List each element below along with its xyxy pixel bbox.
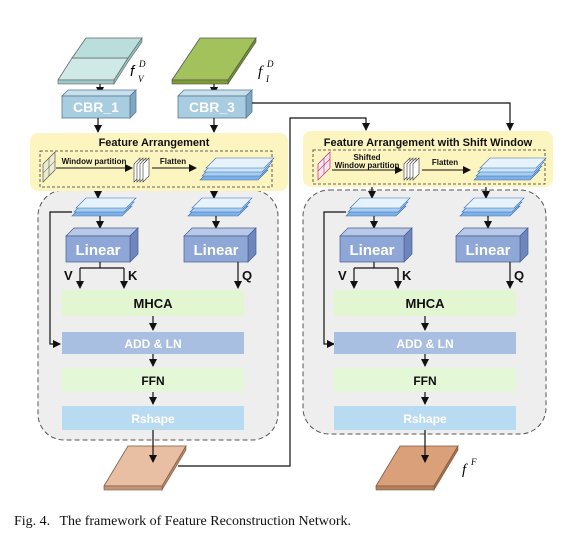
feature-fv-label: f [130,63,136,80]
ffn-label-right: FFN [413,374,436,388]
rshape-block-left [62,406,244,430]
feature-fi-label: f [258,64,264,80]
q-label-left: Q [242,268,252,283]
k-label-right: K [402,268,412,283]
window-stack-icon [133,157,150,183]
v-label-right: V [338,268,347,283]
input-plate-visible [57,37,143,86]
addln-label-right: ADD & LN [396,337,453,351]
shifted-grid-icon [317,151,331,181]
cbr1-label: CBR_1 [73,99,119,115]
v-label-left: V [64,268,73,283]
feature-ff-label: f [462,462,468,478]
left-q-tokens [187,197,253,217]
flattened-tokens-icon [199,157,275,181]
rshape-label-right: Rshape [403,412,447,426]
linear-label: Linear [75,242,120,259]
feature-fv-sup: D [138,59,146,69]
shifted-label: Shifted [353,153,380,162]
ffn-block-left [62,368,244,392]
figure-number: Fig. 4. [14,514,51,529]
right-q-tokens [459,197,525,217]
linear-box-right-q: Linear [455,227,529,263]
linear-label: Linear [465,242,510,259]
input-plate-infrared [171,37,257,85]
figure-caption: Fig. 4. The framework of Feature Reconst… [14,514,351,530]
cbr3-label: CBR_3 [189,99,235,115]
addln-block-left [62,332,244,354]
figure-caption-text: The framework of Feature Reconstruction … [59,514,352,529]
left-kv-tokens [71,197,137,217]
window-partition-label: Window partition [62,157,127,166]
ffn-label-left: FFN [141,374,164,388]
feature-arrangement-shift-box: Feature Arrangement with Shift Window Sh… [303,131,553,187]
rshape-label-left: Rshape [131,412,175,426]
feature-arrangement-shift-title: Feature Arrangement with Shift Window [324,137,533,149]
feature-ff-sup: F [470,457,477,467]
right-kv-tokens [345,197,411,217]
mhca-block-right [334,290,516,316]
q-label-right: Q [514,268,524,283]
feature-fv-sub: V [138,74,145,84]
shifted-window-partition-label: Window partition [335,161,400,170]
flattened-tokens-icon-right [473,157,547,181]
flatten-label-right: Flatten [432,158,458,167]
mhca-label-left: MHCA [134,296,174,311]
feature-fi-sup: D [266,59,274,69]
shifted-window-stack-icon [403,157,420,181]
linear-label: Linear [349,242,394,259]
final-output-plate [375,444,459,492]
intermediate-output-plate [103,444,187,492]
cbr1-box: CBR_1 [61,89,137,119]
linear-label: Linear [193,242,238,259]
feature-grid-icon [42,151,56,183]
mhca-label-right: MHCA [406,296,446,311]
mhca-block-left [62,290,244,316]
cbr3-box: CBR_3 [177,89,253,119]
rshape-block-right [334,406,516,430]
feature-arrangement-title: Feature Arrangement [99,137,210,149]
ffn-block-right [334,368,516,392]
linear-box-left-kv: Linear [65,227,139,263]
k-label-left: K [128,268,138,283]
linear-box-right-kv: Linear [339,227,413,263]
linear-box-left-q: Linear [183,227,257,263]
flatten-label: Flatten [160,157,186,166]
addln-block-right [334,332,516,354]
feature-arrangement-box: Feature Arrangement Window partition Fla… [30,133,288,191]
feature-fi-sub: I [265,74,270,84]
addln-label-left: ADD & LN [124,337,181,351]
